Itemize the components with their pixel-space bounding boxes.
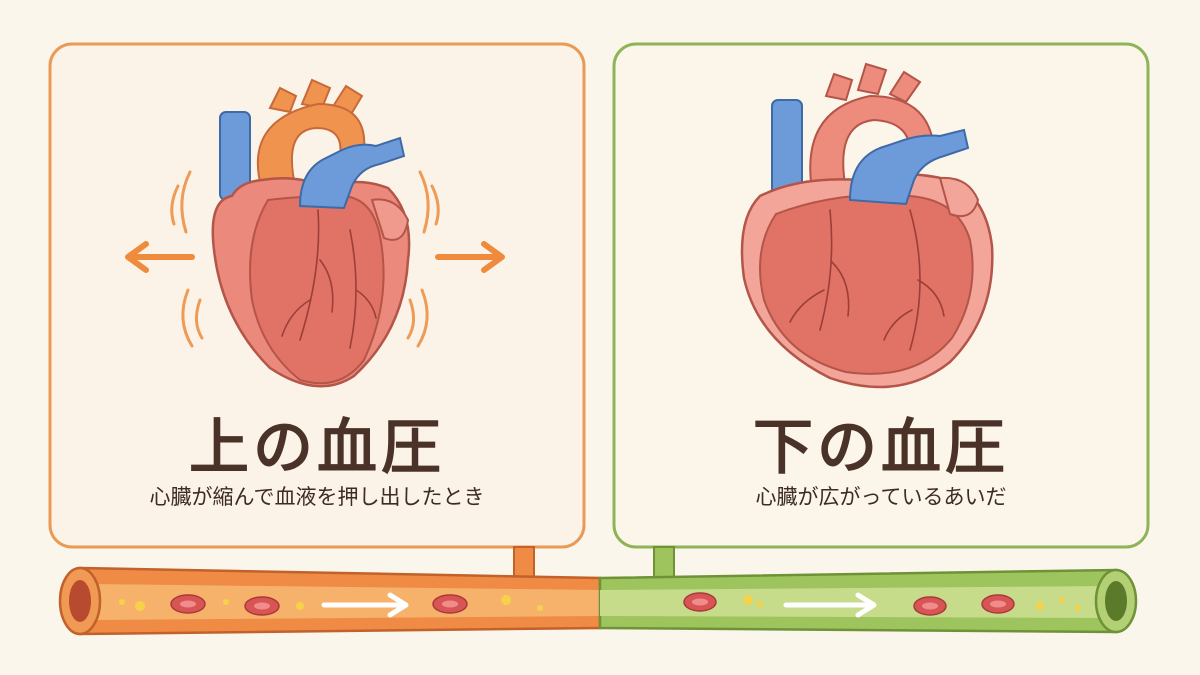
left-auricle-right [938,176,980,218]
pulmonary-artery-right [848,128,970,206]
flow-arrow-icon [321,592,877,618]
aorta-right [809,62,936,191]
vessel-connector-right [653,546,675,579]
aorta [257,78,366,191]
right-arrow-icon [435,241,505,273]
panel-title-systolic: 上の血圧 [189,413,445,483]
left-auricle [370,198,410,241]
blood-vessel [58,546,1138,636]
coronary-vessels [281,209,377,349]
vena-cava-right [771,99,803,197]
left-arrow-icon [125,241,195,273]
relaxed-heart [740,62,994,389]
contracting-heart [125,78,505,388]
vessel-connector-left [513,546,535,579]
vessel-lumen-right [1105,581,1127,621]
heart-body-inner-right [759,193,974,375]
panel-subtitle-diastolic: 心臓が広がっているあいだ [755,485,1007,509]
motion-lines [170,170,440,348]
vessel-orange-lumen [90,584,600,620]
coronary-vessels-right [789,209,945,351]
vessel-lumen-left [69,580,91,622]
red-blood-cells [170,592,1015,616]
plasma-particles [119,595,1081,611]
vessel-green-lumen [600,586,1110,618]
panel-subtitle-systolic: 心臓が縮んで血液を押し出したとき [149,485,485,509]
panel-title-diastolic: 下の血圧 [753,413,1009,483]
pulmonary-artery [298,136,406,210]
red-cell-highlights [180,598,1006,610]
